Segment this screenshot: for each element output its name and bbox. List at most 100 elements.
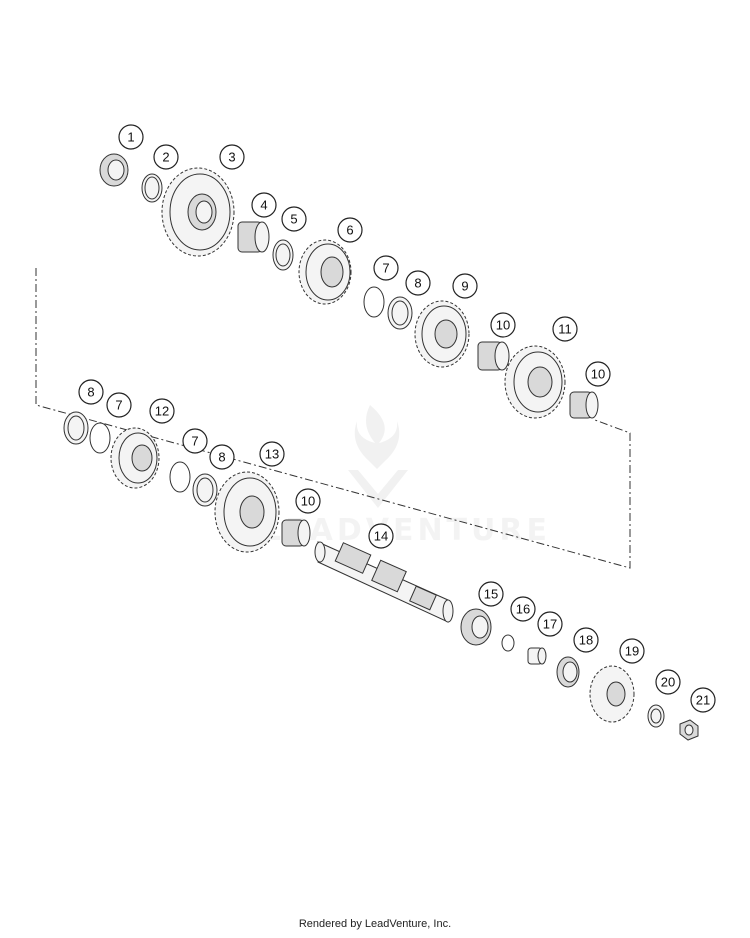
callout-circle — [690, 687, 716, 713]
needle-bearing-part — [281, 519, 311, 547]
callout-6: 6 — [337, 217, 363, 243]
callout-circle — [537, 611, 563, 637]
callout-circle — [78, 379, 104, 405]
callout-number: 7 — [191, 434, 198, 449]
callout-3: 3 — [219, 144, 245, 170]
callout-circle — [585, 361, 611, 387]
callout-circle — [281, 206, 307, 232]
callout-12: 12 — [149, 398, 175, 424]
callout-number: 12 — [155, 404, 169, 419]
callout-circle — [149, 398, 175, 424]
needle-bearing-part — [477, 341, 510, 371]
callout-number: 18 — [579, 633, 593, 648]
callout-circle — [373, 255, 399, 281]
gear-part — [161, 167, 235, 257]
footer-credit: Rendered by LeadVenture, Inc. — [298, 918, 452, 930]
gear-part — [414, 300, 470, 368]
callout-circle — [405, 270, 431, 296]
needle-bearing-part — [569, 391, 599, 419]
callout-number: 17 — [543, 617, 557, 632]
callout-circle — [219, 144, 245, 170]
callout-circle — [337, 217, 363, 243]
callout-8: 8 — [405, 270, 431, 296]
callout-7: 7 — [182, 428, 208, 454]
callout-5: 5 — [281, 206, 307, 232]
callout-circle — [295, 488, 321, 514]
callout-number: 15 — [484, 587, 498, 602]
callout-16: 16 — [510, 596, 536, 622]
callout-circle — [182, 428, 208, 454]
gear-part — [298, 239, 352, 305]
splined-washer-part — [387, 296, 413, 330]
assembly-centerline — [35, 268, 631, 569]
callout-circle — [510, 596, 536, 622]
washer-part — [141, 173, 163, 203]
gear-part — [504, 345, 566, 419]
callout-number: 7 — [382, 261, 389, 276]
callout-circle — [573, 627, 599, 653]
callout-number: 20 — [661, 675, 675, 690]
callout-13: 13 — [259, 441, 285, 467]
bushing-part — [527, 647, 547, 665]
callout-4: 4 — [251, 192, 277, 218]
callout-21: 21 — [690, 687, 716, 713]
gear-part — [214, 471, 280, 553]
ball-bearing-part — [460, 608, 492, 646]
callout-15: 15 — [478, 581, 504, 607]
circlip-part — [169, 461, 191, 493]
callout-circle — [619, 638, 645, 664]
callout-7: 7 — [106, 392, 132, 418]
callout-11: 11 — [552, 316, 578, 342]
callout-number: 9 — [461, 279, 468, 294]
callout-number: 8 — [87, 385, 94, 400]
callout-circle — [490, 312, 516, 338]
callout-number: 8 — [414, 276, 421, 291]
circlip-part — [363, 286, 385, 318]
nut-part — [679, 719, 699, 741]
callout-7: 7 — [373, 255, 399, 281]
callout-circle — [106, 392, 132, 418]
transmission-shaft-part — [314, 541, 454, 623]
callout-19: 19 — [619, 638, 645, 664]
callout-circle — [209, 444, 235, 470]
callout-circle — [251, 192, 277, 218]
gear-part — [110, 427, 160, 489]
o-ring-part — [501, 634, 515, 652]
callout-circle — [153, 144, 179, 170]
callout-14: 14 — [368, 523, 394, 549]
sprocket-part — [589, 665, 635, 723]
callout-number: 4 — [260, 198, 267, 213]
callout-circle — [552, 316, 578, 342]
callout-10: 10 — [490, 312, 516, 338]
callout-number: 16 — [516, 602, 530, 617]
callout-20: 20 — [655, 669, 681, 695]
callout-circle — [118, 124, 144, 150]
callout-number: 19 — [625, 644, 639, 659]
callout-2: 2 — [153, 144, 179, 170]
callout-circle — [478, 581, 504, 607]
splined-washer-part — [192, 473, 218, 507]
shaft-seal-part — [556, 656, 580, 688]
callout-8: 8 — [78, 379, 104, 405]
needle-bearing-part — [237, 221, 270, 253]
callout-circle — [259, 441, 285, 467]
callout-number: 10 — [591, 367, 605, 382]
circlip-part — [89, 422, 111, 454]
callout-circle — [655, 669, 681, 695]
seal-ring-part — [99, 153, 129, 187]
callout-number: 10 — [301, 494, 315, 509]
callout-number: 21 — [696, 693, 710, 708]
callout-9: 9 — [452, 273, 478, 299]
callout-number: 2 — [162, 150, 169, 165]
lock-washer-part — [647, 704, 665, 728]
callout-number: 6 — [346, 223, 353, 238]
callout-number: 11 — [558, 322, 572, 337]
callout-10: 10 — [295, 488, 321, 514]
callout-8: 8 — [209, 444, 235, 470]
callout-1: 1 — [118, 124, 144, 150]
callout-number: 1 — [127, 130, 134, 145]
callout-10: 10 — [585, 361, 611, 387]
washer-part — [272, 239, 294, 271]
